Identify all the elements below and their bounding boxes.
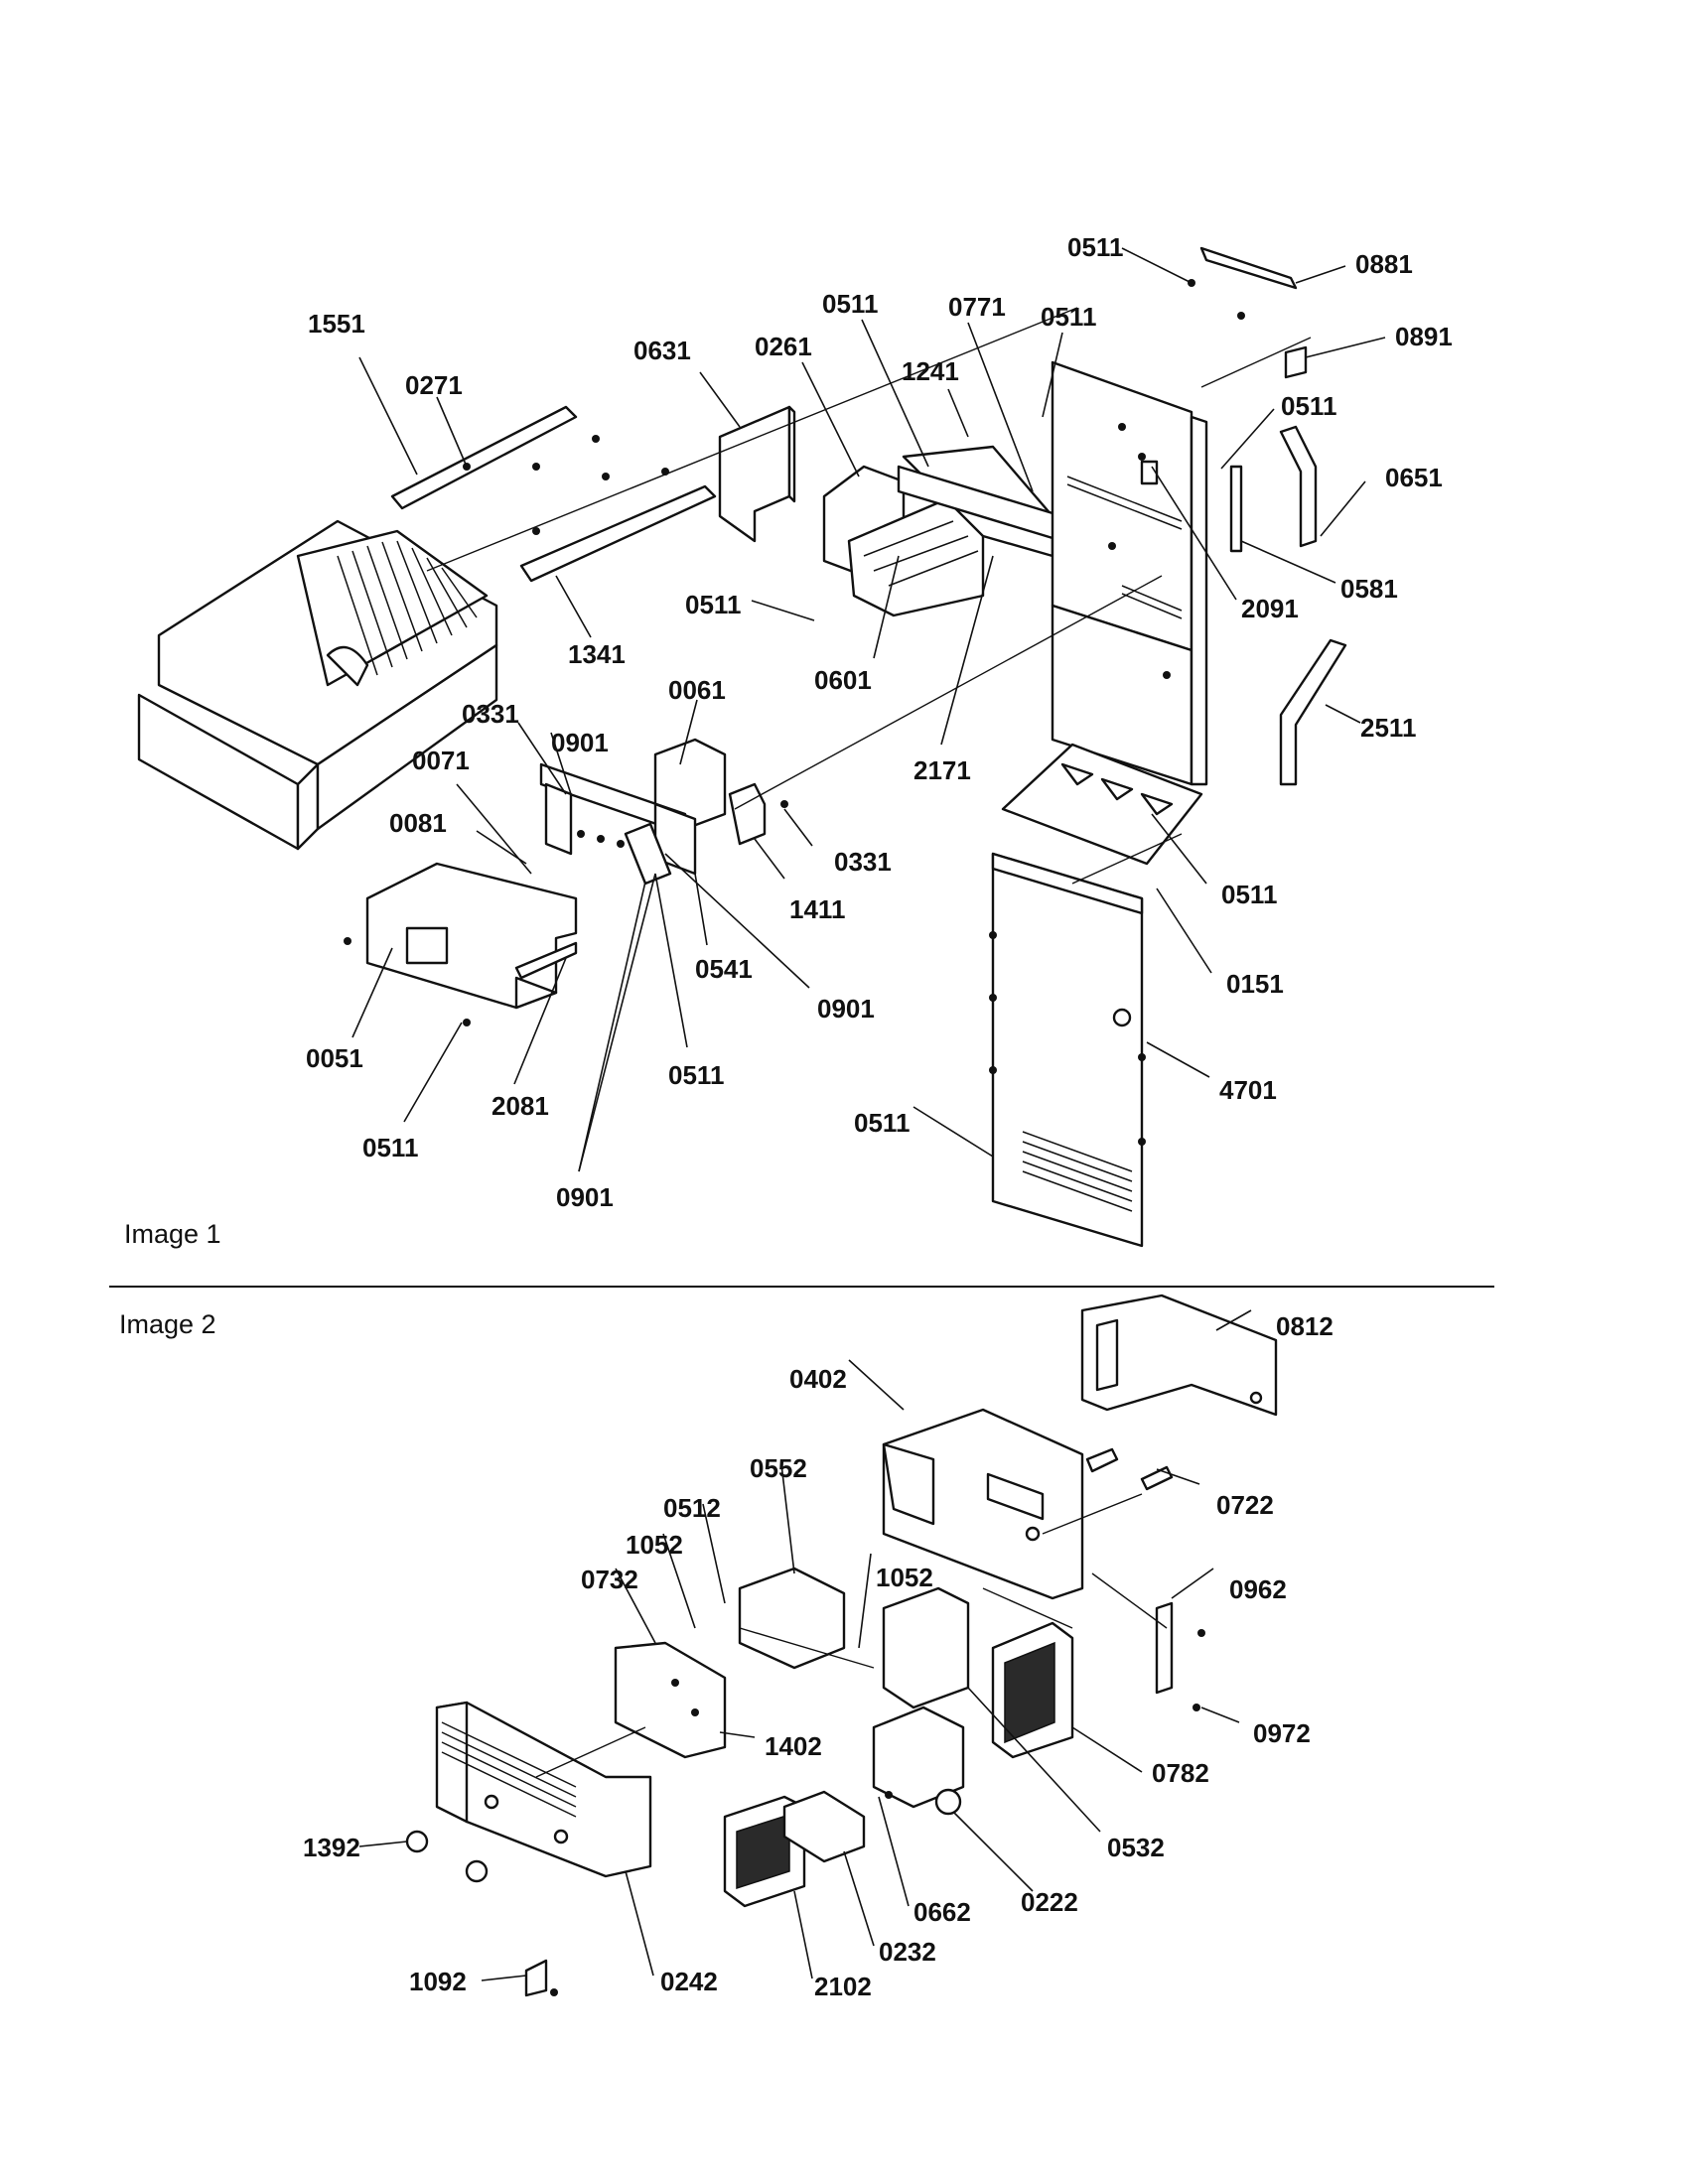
knobs-1392 xyxy=(405,1830,489,1883)
label-0061: 0061 xyxy=(668,675,726,705)
hinge-0962 xyxy=(1155,1601,1205,1711)
label-0881: 0881 xyxy=(1355,249,1413,279)
label-0601: 0601 xyxy=(814,665,872,695)
label-0581: 0581 xyxy=(1340,574,1398,604)
label-0511: 0511 xyxy=(822,289,878,319)
image1-labels: 1551 0271 1341 0631 0261 0511 0771 1241 … xyxy=(124,232,1453,1249)
spacers-0722 xyxy=(1085,1447,1174,1491)
top-hinge xyxy=(1188,246,1308,379)
motor-0222 xyxy=(872,1706,965,1816)
label-0151: 0151 xyxy=(1226,969,1284,999)
label-0051: 0051 xyxy=(306,1043,363,1073)
trim-strips xyxy=(1229,425,1347,786)
image2-parts xyxy=(405,1294,1278,1997)
icemaker xyxy=(822,445,1054,617)
label-0512: 0512 xyxy=(663,1493,721,1523)
vent-grille xyxy=(1022,1131,1133,1212)
lower-rail xyxy=(519,468,717,583)
label-0972: 0972 xyxy=(1253,1718,1311,1748)
assembly-axis-lines xyxy=(426,307,1312,885)
bracket-0552 xyxy=(738,1567,875,1670)
label-0511: 0511 xyxy=(1221,880,1277,909)
label-1411: 1411 xyxy=(789,894,845,924)
label-0891: 0891 xyxy=(1395,322,1453,351)
label-0722: 0722 xyxy=(1216,1490,1274,1520)
label-4701: 4701 xyxy=(1219,1075,1277,1105)
label-0511: 0511 xyxy=(362,1133,418,1162)
panel-grille xyxy=(441,1721,577,1818)
label-0901: 0901 xyxy=(551,728,609,757)
label-0782: 0782 xyxy=(1152,1758,1209,1788)
image1-parts xyxy=(137,246,1347,1248)
label-1402: 1402 xyxy=(765,1731,822,1761)
label-0271: 0271 xyxy=(405,370,463,400)
label-2102: 2102 xyxy=(814,1972,872,2001)
label-1341: 1341 xyxy=(568,639,626,669)
top-rail xyxy=(390,405,600,510)
label-1241: 1241 xyxy=(902,356,959,386)
label-1092: 1092 xyxy=(409,1967,467,1996)
label-0732: 0732 xyxy=(581,1565,638,1594)
bracket-0732 xyxy=(614,1641,727,1759)
image1-caption: Image 1 xyxy=(124,1219,221,1249)
label-0962: 0962 xyxy=(1229,1574,1287,1604)
ice-bucket xyxy=(137,519,498,851)
label-0511: 0511 xyxy=(685,590,741,619)
label-0071: 0071 xyxy=(412,746,470,775)
label-0242: 0242 xyxy=(660,1967,718,1996)
label-1052: 1052 xyxy=(626,1530,683,1560)
label-2511: 2511 xyxy=(1360,713,1416,743)
bracket-0812 xyxy=(1080,1294,1278,1417)
front-panel-0242 xyxy=(435,1701,652,1878)
label-0511: 0511 xyxy=(1067,232,1123,262)
deflector-0151 xyxy=(1001,743,1203,866)
bucket-grille xyxy=(337,540,478,676)
label-0901: 0901 xyxy=(817,994,875,1024)
label-0631: 0631 xyxy=(633,336,691,365)
label-0232: 0232 xyxy=(879,1937,936,1967)
label-0331: 0331 xyxy=(462,699,519,729)
housing-0402 xyxy=(882,1408,1084,1600)
label-1551: 1551 xyxy=(308,309,365,339)
label-0662: 0662 xyxy=(913,1897,971,1927)
label-0222: 0222 xyxy=(1021,1887,1078,1917)
label-0511: 0511 xyxy=(1281,391,1336,421)
label-0331: 0331 xyxy=(834,847,892,877)
door-0532 xyxy=(882,1586,970,1709)
label-2171: 2171 xyxy=(913,755,971,785)
label-0541: 0541 xyxy=(695,954,753,984)
control-assembly xyxy=(512,738,788,895)
image2-caption: Image 2 xyxy=(119,1309,216,1339)
label-0532: 0532 xyxy=(1107,1833,1165,1862)
image2-labels: Image 2 0812 0402 0722 0552 0512 1052 07… xyxy=(119,1309,1333,2001)
frame-0782 xyxy=(991,1621,1074,1759)
back-panel xyxy=(1051,360,1208,786)
label-0812: 0812 xyxy=(1276,1311,1333,1341)
bracket-0232 xyxy=(782,1790,866,1863)
label-0261: 0261 xyxy=(755,332,812,361)
label-0402: 0402 xyxy=(789,1364,847,1394)
label-0771: 0771 xyxy=(948,292,1006,322)
clip-1092 xyxy=(524,1959,558,1997)
label-1052: 1052 xyxy=(876,1563,933,1592)
label-2091: 2091 xyxy=(1241,594,1299,623)
label-0552: 0552 xyxy=(750,1453,807,1483)
label-2081: 2081 xyxy=(491,1091,549,1121)
label-0511: 0511 xyxy=(1041,302,1096,332)
label-0511: 0511 xyxy=(854,1108,910,1138)
leader-lines xyxy=(351,247,1386,1981)
label-0651: 0651 xyxy=(1385,463,1443,492)
image2-axis-lines xyxy=(535,1493,1168,1778)
label-0901: 0901 xyxy=(556,1182,614,1212)
label-0511: 0511 xyxy=(668,1060,724,1090)
housing-0051 xyxy=(344,862,578,1026)
label-0081: 0081 xyxy=(389,808,447,838)
label-1392: 1392 xyxy=(303,1833,360,1862)
access-cover-4701 xyxy=(989,852,1146,1248)
cover-0631 xyxy=(718,405,796,543)
